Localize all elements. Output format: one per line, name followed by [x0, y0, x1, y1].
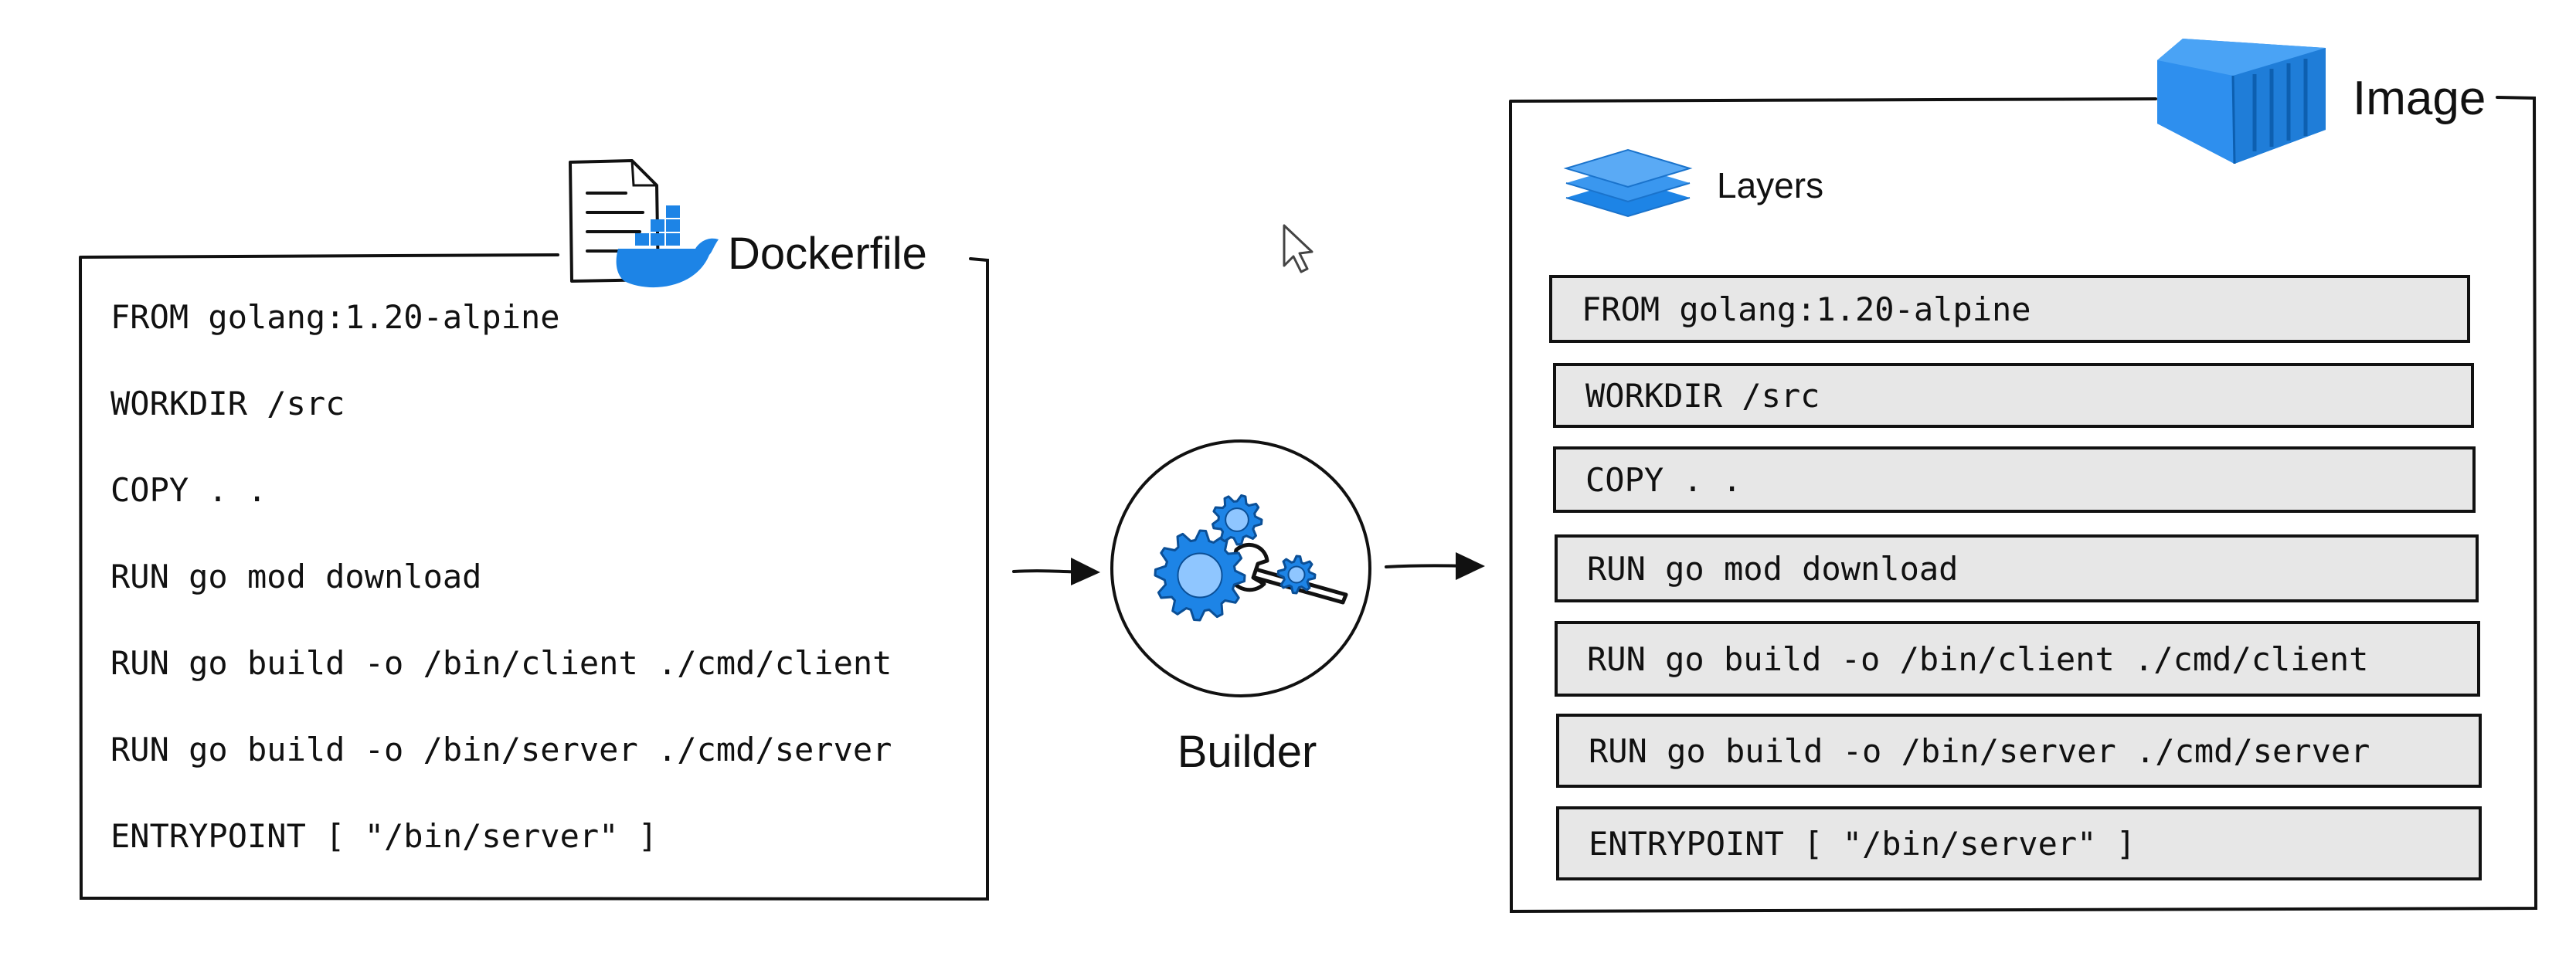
dockerfile-panel: Dockerfile FROM golang:1.20-alpineWORKDI…	[79, 159, 989, 901]
image-layer: RUN go build -o /bin/server ./cmd/server	[1556, 714, 2482, 788]
arrow-to-image	[1385, 552, 1485, 580]
image-layer: FROM golang:1.20-alpine	[1549, 275, 2470, 343]
image-layer: ENTRYPOINT [ "/bin/server" ]	[1556, 806, 2482, 880]
gears-wrench-icon	[1154, 494, 1348, 622]
image-layer: RUN go mod download	[1555, 534, 2479, 602]
large-gear-icon	[1154, 529, 1246, 622]
shipping-container-icon	[2157, 39, 2326, 165]
layer-label: COPY . .	[1585, 461, 1742, 499]
layers-label: Layers	[1717, 165, 1823, 205]
layer-box	[1553, 363, 2474, 428]
layer-box	[1555, 534, 2479, 602]
mouse-cursor-icon	[1283, 224, 1313, 273]
layers-stack-icon	[1563, 148, 1693, 218]
docker-whale-icon	[616, 205, 719, 288]
layer-box	[1549, 275, 2470, 343]
layer-label: WORKDIR /src	[1585, 377, 1820, 415]
layer-label: RUN go mod download	[1587, 550, 1958, 588]
dockerfile-line: RUN go build -o /bin/server ./cmd/server	[110, 731, 892, 768]
layer-label: ENTRYPOINT [ "/bin/server" ]	[1589, 825, 2136, 863]
small-gear-icon	[1212, 494, 1263, 546]
layer-label: FROM golang:1.20-alpine	[1582, 290, 2031, 328]
image-layer: COPY . .	[1553, 446, 2476, 513]
image-frame	[1509, 96, 2538, 914]
dockerfile-line: RUN go mod download	[110, 558, 481, 595]
image-panel: Image Layers FROM golang:1.20-alpineWORK…	[1509, 39, 2538, 914]
layer-label: RUN go build -o /bin/client ./cmd/client	[1587, 640, 2368, 678]
image-title: Image	[2353, 72, 2486, 125]
dockerfile-line: FROM golang:1.20-alpine	[110, 298, 560, 336]
layer-box	[1555, 621, 2480, 697]
image-layer: WORKDIR /src	[1553, 363, 2474, 428]
layer-box	[1553, 446, 2476, 513]
dockerfile-line: RUN go build -o /bin/client ./cmd/client	[110, 644, 892, 682]
image-layer: RUN go build -o /bin/client ./cmd/client	[1555, 621, 2480, 697]
builder-node: Builder	[1110, 439, 1371, 777]
arrow-to-builder	[1012, 558, 1100, 585]
dockerfile-frame	[79, 253, 989, 901]
dockerfile-line: ENTRYPOINT [ "/bin/server" ]	[110, 817, 658, 855]
builder-label: Builder	[1178, 727, 1317, 777]
dockerfile-title: Dockerfile	[728, 229, 927, 279]
dockerfile-line: WORKDIR /src	[110, 385, 345, 422]
layer-box	[1556, 714, 2482, 788]
small-gear-icon	[1276, 555, 1317, 595]
layer-box	[1556, 806, 2482, 880]
layer-label: RUN go build -o /bin/server ./cmd/server	[1589, 732, 2370, 770]
dockerfile-line: COPY . .	[110, 471, 267, 509]
